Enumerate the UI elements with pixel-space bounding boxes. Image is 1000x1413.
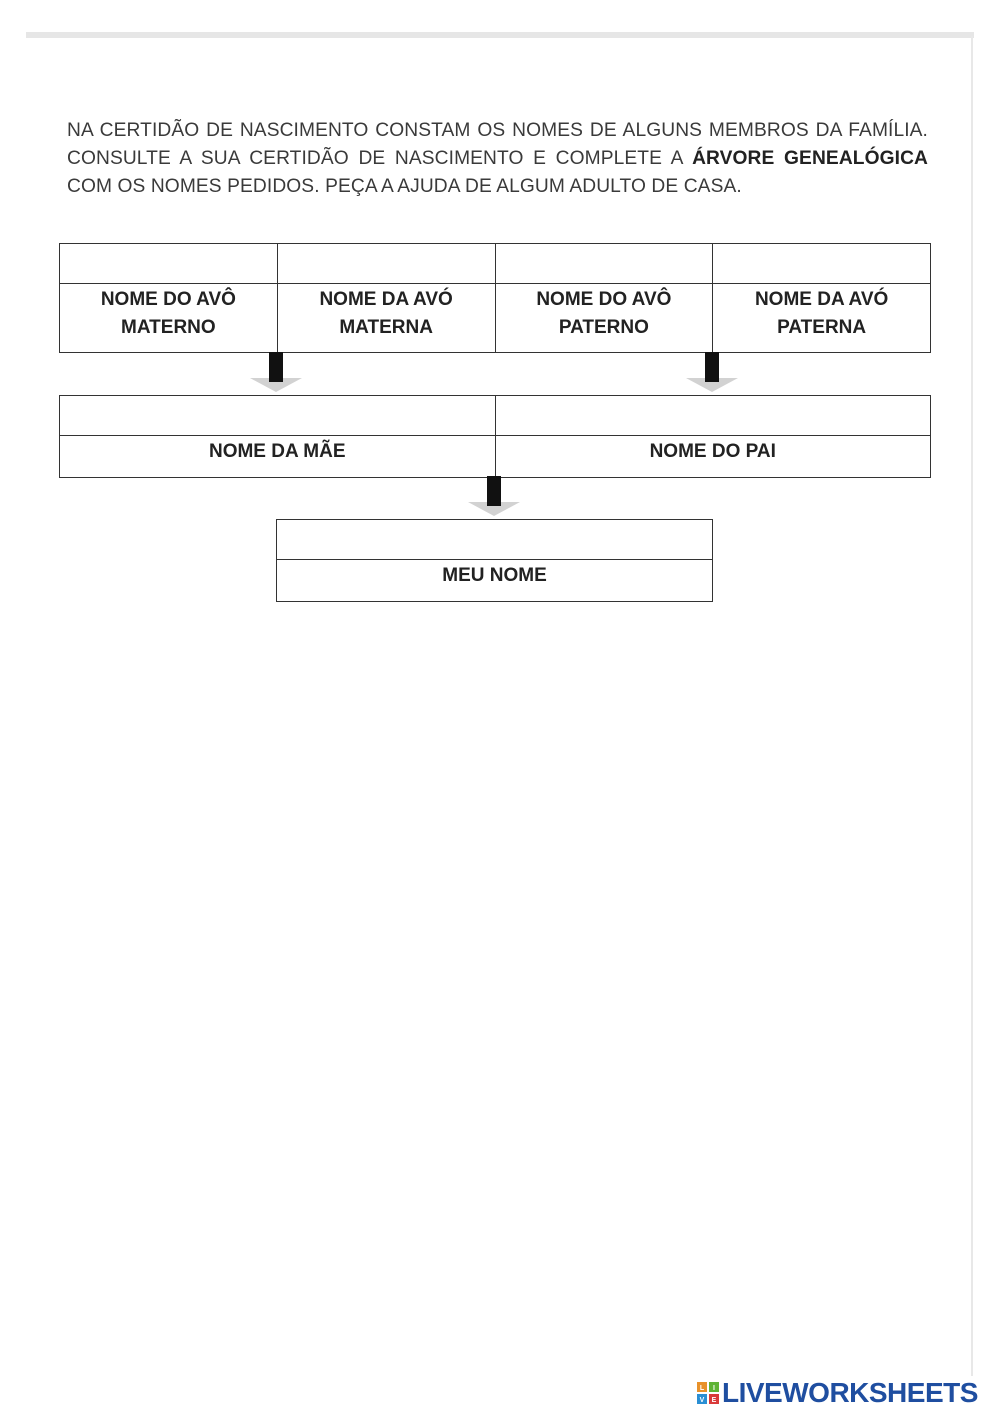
- answer-cell: [494, 243, 714, 284]
- paternal-grandmother-input[interactable]: [715, 248, 928, 280]
- parents-label-row: NOME DA MÃE NOME DO PAI: [59, 435, 931, 478]
- answer-cell: [276, 519, 713, 560]
- logo-text: LIVEWORKSHEETS: [722, 1377, 978, 1408]
- my-name-table: MEU NOME: [276, 519, 713, 602]
- grandparents-answer-row: [59, 243, 931, 284]
- grandparents-label-row: NOME DO AVÔ MATERNO NOME DA AVÓ MATERNA NO…: [59, 283, 931, 353]
- grandparents-table: NOME DO AVÔ MATERNO NOME DA AVÓ MATERNA NO…: [59, 243, 931, 353]
- answer-cell: [59, 395, 496, 436]
- arrow-down-icon: [250, 352, 302, 392]
- maternal-grandmother-label: NOME DA AVÓ MATERNA: [276, 283, 496, 353]
- father-name-label: NOME DO PAI: [494, 435, 931, 478]
- parents-answer-row: [59, 395, 931, 436]
- instructions-part1: NA CERTIDÃO DE NASCIMENTO CONSTAM OS NOM…: [67, 120, 928, 169]
- maternal-grandfather-label: NOME DO AVÔ MATERNO: [59, 283, 278, 353]
- label-line: NOME DA AVÓ: [319, 289, 453, 310]
- label-line: PATERNA: [777, 317, 867, 338]
- answer-cell: [59, 243, 278, 284]
- father-name-input[interactable]: [502, 400, 924, 432]
- liveworksheets-logo-icon: L I V E: [697, 1382, 719, 1404]
- my-name-label-row: MEU NOME: [276, 559, 713, 602]
- logo-mark-letter: V: [700, 1397, 705, 1404]
- label-line: NOME DA AVÓ: [754, 289, 889, 310]
- arrow-down-icon: [468, 476, 520, 516]
- label-line: PATERNO: [558, 317, 649, 338]
- instructions-text: NA CERTIDÃO DE NASCIMENTO CONSTAM OS NOM…: [67, 117, 928, 201]
- maternal-grandmother-input[interactable]: [280, 248, 493, 280]
- paternal-grandfather-input[interactable]: [497, 248, 710, 280]
- label-line: MATERNA: [339, 317, 433, 338]
- instructions-emphasis: ÁRVORE GENEALÓGICA: [692, 148, 928, 169]
- instructions-part2: COM OS NOMES PEDIDOS. PEÇA A AJUDA DE AL…: [67, 176, 742, 197]
- paternal-grandfather-label: NOME DO AVÔ PATERNO: [494, 283, 714, 353]
- answer-cell: [712, 243, 931, 284]
- parents-table: NOME DA MÃE NOME DO PAI: [59, 395, 931, 478]
- mother-name-label: NOME DA MÃE: [59, 435, 496, 478]
- my-name-answer-row: [276, 519, 713, 560]
- logo-mark-letter: I: [713, 1385, 715, 1392]
- logo-mark-letter: L: [700, 1385, 705, 1392]
- label-line: NOME DO AVÔ: [100, 289, 236, 310]
- right-divider: [971, 36, 973, 1376]
- paternal-grandmother-label: NOME DA AVÓ PATERNA: [712, 283, 931, 353]
- label-line: MATERNO: [121, 317, 216, 338]
- mother-name-input[interactable]: [66, 400, 488, 432]
- liveworksheets-logo: L I V E LIVEWORKSHEETS: [697, 1378, 978, 1408]
- label-line: NOME DO AVÔ: [536, 289, 672, 310]
- answer-cell: [276, 243, 496, 284]
- maternal-grandfather-input[interactable]: [62, 248, 275, 280]
- my-name-label: MEU NOME: [276, 559, 713, 602]
- top-divider: [26, 32, 974, 38]
- my-name-input[interactable]: [283, 524, 706, 556]
- arrow-down-icon: [686, 352, 738, 392]
- answer-cell: [494, 395, 931, 436]
- logo-mark-letter: E: [712, 1397, 717, 1404]
